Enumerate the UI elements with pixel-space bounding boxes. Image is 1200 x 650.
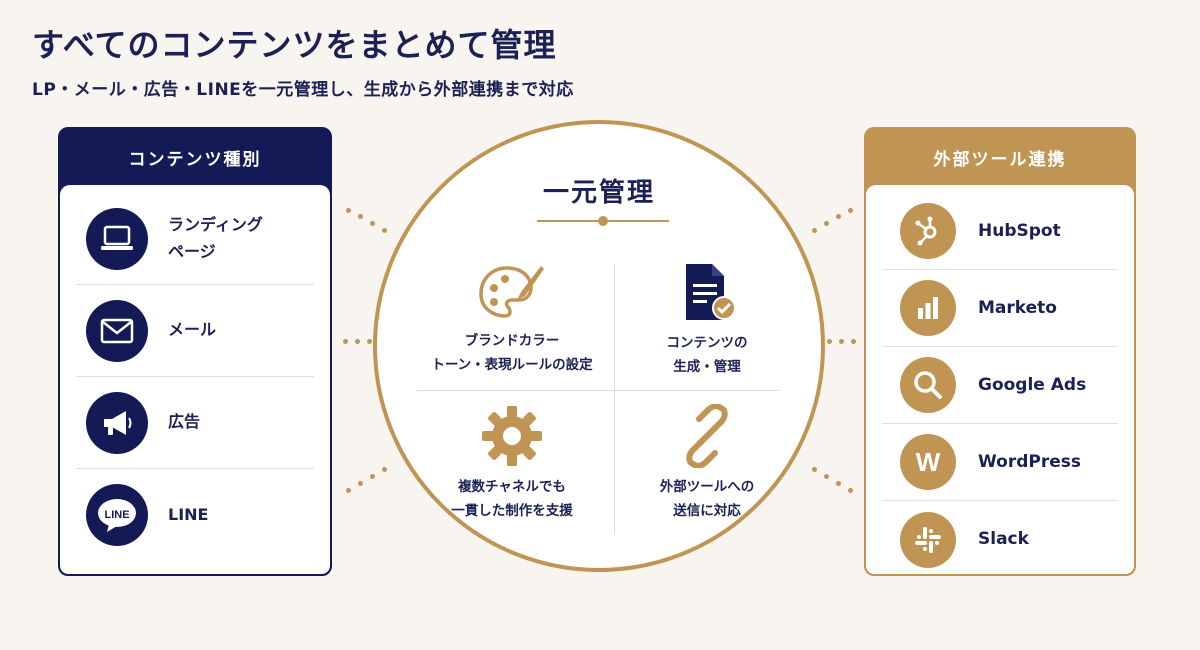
content-types-title: コンテンツ種別 [128, 149, 262, 170]
quadrant-divider-vertical [614, 264, 615, 534]
content-type-label: ランディング ページ [168, 215, 263, 261]
palette-icon [479, 266, 544, 318]
feature-label: コンテンツの 生成・管理 [666, 335, 748, 375]
content-type-label: 広告 [168, 412, 201, 432]
integration-label: WordPress [978, 451, 1081, 472]
central-management-circle: 一元管理 ブランドカラー トーン・表現ルールの設定 コンテンツの 生 [373, 120, 825, 572]
integration-label: Marketo [978, 297, 1057, 318]
marketo-icon [900, 280, 956, 336]
central-management-title: 一元管理 [542, 178, 655, 208]
quadrant-divider-horizontal [417, 390, 779, 391]
laptop-icon [86, 207, 148, 270]
page-title: すべてのコンテンツをまとめて管理 [32, 26, 557, 64]
title-divider-dot [598, 216, 608, 226]
integration-wordpress: W WordPress [882, 424, 1118, 501]
content-types-panel: コンテンツ種別 ランディング ページ メール [58, 127, 332, 576]
content-type-label: メール [168, 320, 217, 340]
megaphone-icon [86, 391, 148, 454]
content-type-line: LINE LINE [76, 469, 314, 561]
search-icon [900, 357, 956, 413]
wordpress-icon-text: W [916, 447, 941, 477]
mail-icon [86, 299, 148, 362]
content-type-mail: メール [76, 285, 314, 377]
feature-content-generation: コンテンツの 生成・管理 [612, 262, 802, 379]
feature-label: ブランドカラー トーン・表現ルールの設定 [431, 333, 593, 373]
integrations-title: 外部ツール連携 [933, 149, 1067, 170]
feature-label: 複数チャネルでも 一貫した制作を支援 [451, 479, 573, 519]
feature-external-send: 外部ツールへの 送信に対応 [612, 404, 802, 523]
slack-icon [900, 511, 956, 568]
integration-label: Slack [978, 529, 1029, 550]
document-check-icon [686, 264, 736, 320]
content-type-label: LINE [168, 504, 209, 524]
integrations-panel: 外部ツール連携 HubSpot [864, 127, 1136, 576]
integration-marketo: Marketo [882, 270, 1118, 347]
content-types-list: ランディング ページ メール 広告 [60, 185, 330, 574]
integrations-list: HubSpot Marketo Google Ads [866, 185, 1134, 574]
hubspot-icon [900, 203, 956, 259]
line-icon-text: LINE [104, 509, 129, 521]
page-subtitle: LP・メール・広告・LINEを一元管理し、生成から外部連携まで対応 [32, 80, 574, 100]
line-icon: LINE [86, 484, 148, 546]
feature-multichannel: 複数チャネルでも 一貫した制作を支援 [417, 404, 607, 523]
integration-hubspot: HubSpot [882, 193, 1118, 270]
feature-brand-rules: ブランドカラー トーン・表現ルールの設定 [417, 262, 607, 377]
integration-label: Google Ads [978, 374, 1087, 395]
gear-icon [482, 406, 542, 466]
integration-slack: Slack [882, 501, 1118, 574]
link-icon [686, 404, 728, 468]
feature-label: 外部ツールへの 送信に対応 [659, 479, 755, 519]
content-type-ads: 広告 [76, 377, 314, 469]
content-type-landing-page: ランディング ページ [76, 193, 314, 285]
integration-label: HubSpot [978, 220, 1061, 241]
wordpress-icon: W [900, 434, 956, 490]
integration-google-ads: Google Ads [882, 347, 1118, 424]
